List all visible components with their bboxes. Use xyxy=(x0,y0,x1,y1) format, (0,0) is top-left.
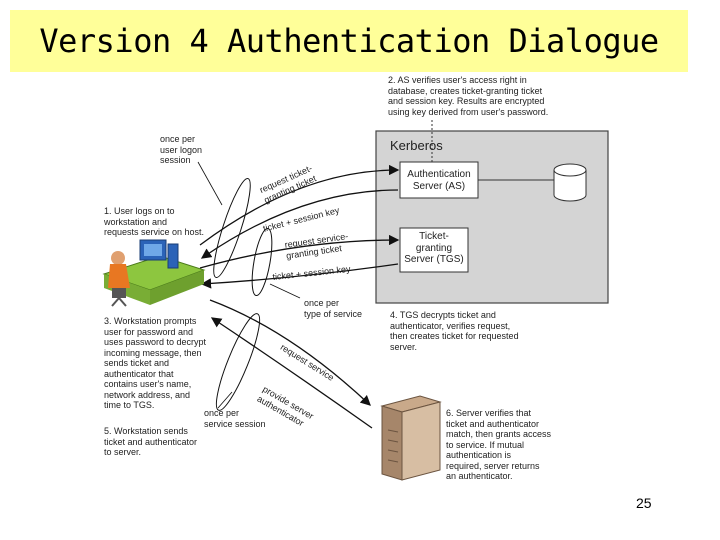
as-label: Authentication Server (AS) xyxy=(407,169,471,192)
database-icon xyxy=(553,163,587,202)
tgs-box xyxy=(399,227,469,273)
arrow-sgt-return xyxy=(200,263,399,289)
once-per-service-session-label: once per service session xyxy=(204,408,266,429)
arrow-request-service xyxy=(209,299,371,406)
step6-text: 6. Server verifies that ticket and authe… xyxy=(446,408,552,481)
kerberos-region xyxy=(375,130,609,304)
step5-text: 5. Workstation sends ticket and authenti… xyxy=(104,426,198,457)
tgs-label: Ticket- granting Server (TGS) xyxy=(404,231,464,265)
arrow-request-tgt xyxy=(199,164,400,246)
slide-title: Version 4 Authentication Dialogue xyxy=(39,22,659,60)
workstation-illustration xyxy=(102,239,206,307)
pointer-service-session xyxy=(217,391,233,409)
server-illustration xyxy=(380,395,442,481)
title-bar: Version 4 Authentication Dialogue xyxy=(10,10,688,72)
step1-text: 1. User logs on to workstation and reque… xyxy=(104,206,205,237)
ellipse-service-type xyxy=(251,227,273,297)
page-number: 25 xyxy=(636,495,652,511)
once-per-service-type-label: once per type of service xyxy=(304,298,363,319)
kerberos-label: Kerberos xyxy=(390,138,443,153)
ellipse-logon-session xyxy=(213,177,251,279)
step4-text: 4. TGS decrypts ticket and authenticator… xyxy=(390,310,519,352)
step3-text: 3. Workstation prompts user for password… xyxy=(104,316,207,410)
pointer-service-type xyxy=(269,283,301,299)
once-per-logon-label: once per user logon session xyxy=(160,134,203,165)
arrow-provide-authenticator xyxy=(210,317,373,429)
pointer-logon xyxy=(197,161,223,206)
step2-text: 2. AS verifies user's access right in da… xyxy=(388,75,549,117)
arrow-tgt-return xyxy=(200,189,399,259)
as-box xyxy=(399,161,479,199)
ellipse-service-session xyxy=(215,313,261,411)
arrow-request-sgt xyxy=(199,234,400,269)
